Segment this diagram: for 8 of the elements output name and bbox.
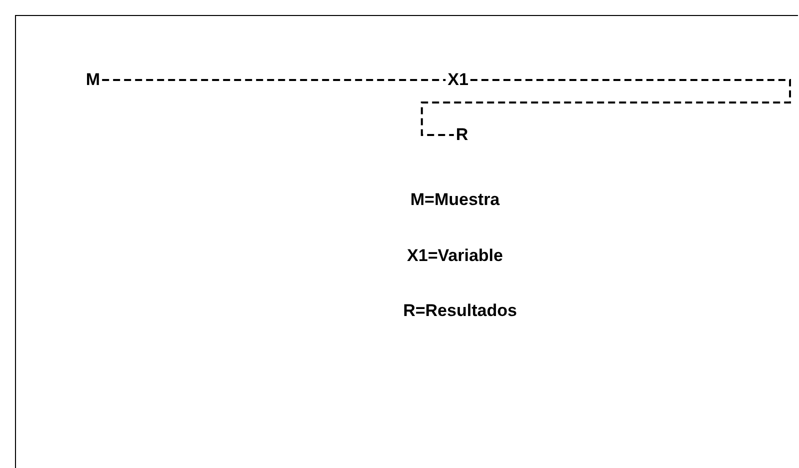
node-label: R xyxy=(456,125,468,145)
dashed-connector xyxy=(420,79,791,136)
legend-note: R=Resultados xyxy=(403,301,517,321)
dashed-connector xyxy=(102,79,446,81)
node-label: M xyxy=(86,70,100,90)
legend-note: M=Muestra xyxy=(410,190,500,210)
node-label: X1 xyxy=(448,70,468,90)
legend-note: X1=Variable xyxy=(407,246,503,266)
